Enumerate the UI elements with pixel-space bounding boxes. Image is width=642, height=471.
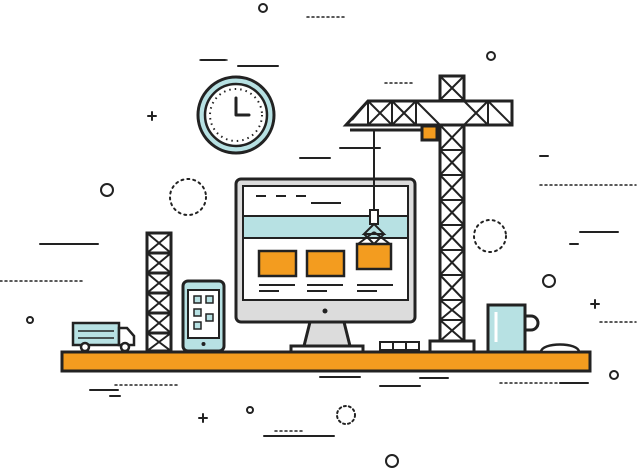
plus-decoration	[198, 413, 208, 423]
dash-decoration	[89, 376, 589, 437]
wall-clock-icon	[196, 75, 276, 155]
dotted-ring-decoration	[336, 405, 356, 425]
dotted-ring-decoration	[169, 178, 207, 216]
dotted-ring-decoration	[473, 219, 507, 253]
ring-decoration	[100, 183, 114, 197]
ring-decoration	[385, 454, 399, 468]
dotted-line-decoration	[0, 16, 637, 432]
ring-decoration	[542, 274, 556, 288]
ring-decoration	[26, 316, 34, 324]
ring-decoration	[258, 3, 268, 13]
decorative-marks	[0, 3, 637, 468]
keyboard-icon	[379, 341, 420, 351]
delivery-truck-icon	[71, 321, 136, 353]
ring-decoration	[246, 406, 254, 414]
ring-decoration	[609, 370, 619, 380]
dash-decoration	[39, 59, 619, 245]
plus-decoration	[147, 111, 157, 121]
plus-decoration	[590, 299, 600, 309]
computer-mouse-icon	[539, 343, 581, 354]
smartphone-icon	[181, 279, 226, 353]
coffee-mug-icon	[486, 303, 540, 354]
ring-decoration	[486, 51, 496, 61]
desk-shelf	[60, 350, 592, 373]
scaffold-tower-icon	[145, 231, 173, 353]
tower-crane-icon	[342, 74, 514, 354]
